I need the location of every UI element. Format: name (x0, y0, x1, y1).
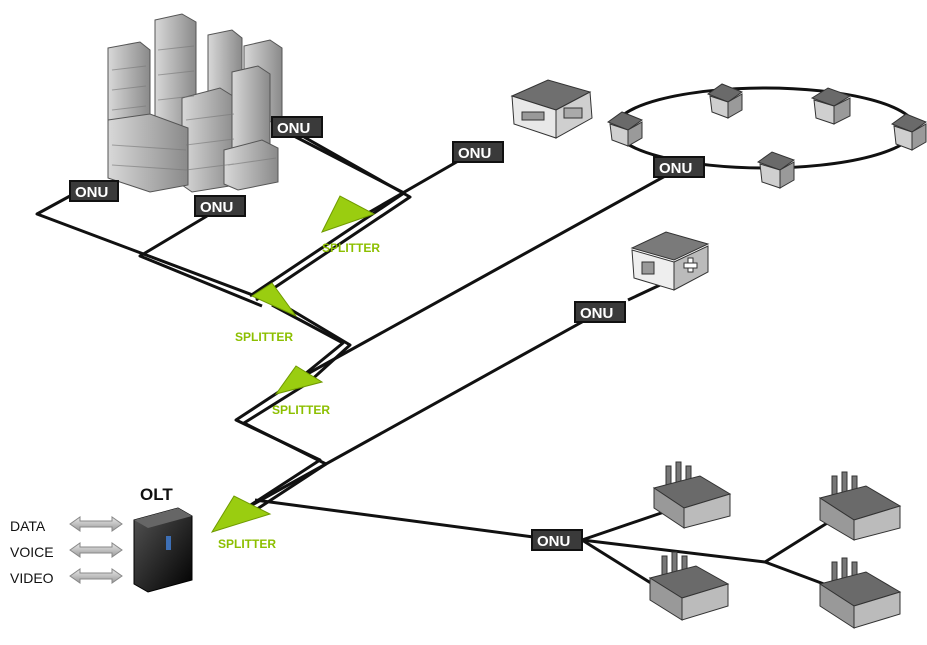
splitter-1-icon (250, 282, 298, 318)
factory-4 (818, 557, 902, 629)
house-3 (810, 87, 852, 125)
splitter-1: SPLITTER (235, 282, 298, 344)
hospital-building-image (630, 231, 710, 291)
fiber-factory-3 (581, 513, 841, 564)
factory-2 (818, 471, 902, 541)
fiber-factory-2 (581, 538, 663, 592)
fiber-onu-hospital (251, 310, 601, 507)
onu-box-icon (194, 195, 246, 217)
ring-houses-image (606, 83, 927, 189)
fiber-onu-middle (138, 214, 263, 308)
fiber-onu-left (35, 194, 267, 302)
onu-building-middle: ONU (194, 195, 246, 217)
onu-label: ONU (580, 305, 613, 322)
store-building-image (510, 79, 593, 139)
house-1 (606, 111, 644, 147)
service-data-label: DATA (10, 518, 46, 534)
fiber-onu-right-b (255, 135, 412, 302)
service-voice-label: VOICE (10, 544, 54, 560)
onu-box-icon (271, 116, 323, 138)
house-5 (756, 151, 796, 189)
splitter-1-label: SPLITTER (235, 330, 293, 344)
splitter-olt: SPLITTER (210, 495, 276, 551)
olt-label: OLT (140, 485, 173, 504)
onu-box-icon (653, 156, 705, 178)
onu-building-left: ONU (69, 180, 119, 202)
splitter-3: SPLITTER (321, 195, 380, 255)
onu-box-icon (452, 141, 504, 163)
splitter-2: SPLITTER (272, 365, 330, 417)
onu-label: ONU (458, 145, 491, 162)
city-buildings-image (107, 13, 283, 193)
onu-factory: ONU (531, 529, 583, 551)
onu-label: ONU (75, 184, 108, 201)
onu-label: ONU (277, 120, 310, 137)
fiber-hospital-link (627, 283, 661, 302)
splitter-2-label: SPLITTER (272, 403, 330, 417)
factories-image (648, 461, 902, 629)
splitter-3-icon (321, 195, 376, 233)
splitter-3-label: SPLITTER (322, 241, 380, 255)
fiber-factory-1 (581, 508, 671, 542)
service-video-label: VIDEO (10, 570, 54, 586)
service-list: DATA VOICE VIDEO (10, 516, 123, 586)
fiber-onu-factory (254, 498, 557, 542)
splitter-olt-label: SPLITTER (218, 537, 276, 551)
olt-unit: OLT (133, 485, 193, 593)
onu-label: ONU (200, 199, 233, 216)
splitter-2-icon (274, 365, 324, 395)
fiber-onu-store (367, 158, 461, 215)
bidirectional-arrow-icon (69, 568, 123, 584)
fiber-s2-s1-b (277, 300, 352, 385)
onu-box-icon (574, 301, 626, 323)
factory-3 (648, 551, 730, 621)
splitter-olt-icon (210, 495, 272, 533)
onu-store: ONU (452, 141, 504, 163)
fiber-lines (35, 133, 841, 592)
bidirectional-arrow-icon (69, 542, 123, 558)
bidirectional-arrow-icon (69, 516, 123, 532)
onu-building-right: ONU (271, 116, 323, 138)
onu-label: ONU (659, 160, 692, 177)
house-2 (706, 83, 744, 119)
onu-ring: ONU (653, 156, 705, 178)
onu-hospital: ONU (574, 301, 626, 323)
fiber-onu-ring (299, 168, 677, 380)
fiber-s2-s1-a (271, 303, 345, 380)
onu-box-icon (531, 529, 583, 551)
onu-box-icon (69, 180, 119, 202)
house-4 (890, 113, 927, 151)
onu-label: ONU (537, 533, 570, 550)
factory-1 (652, 461, 732, 529)
fiber-trunk-b (242, 381, 328, 517)
